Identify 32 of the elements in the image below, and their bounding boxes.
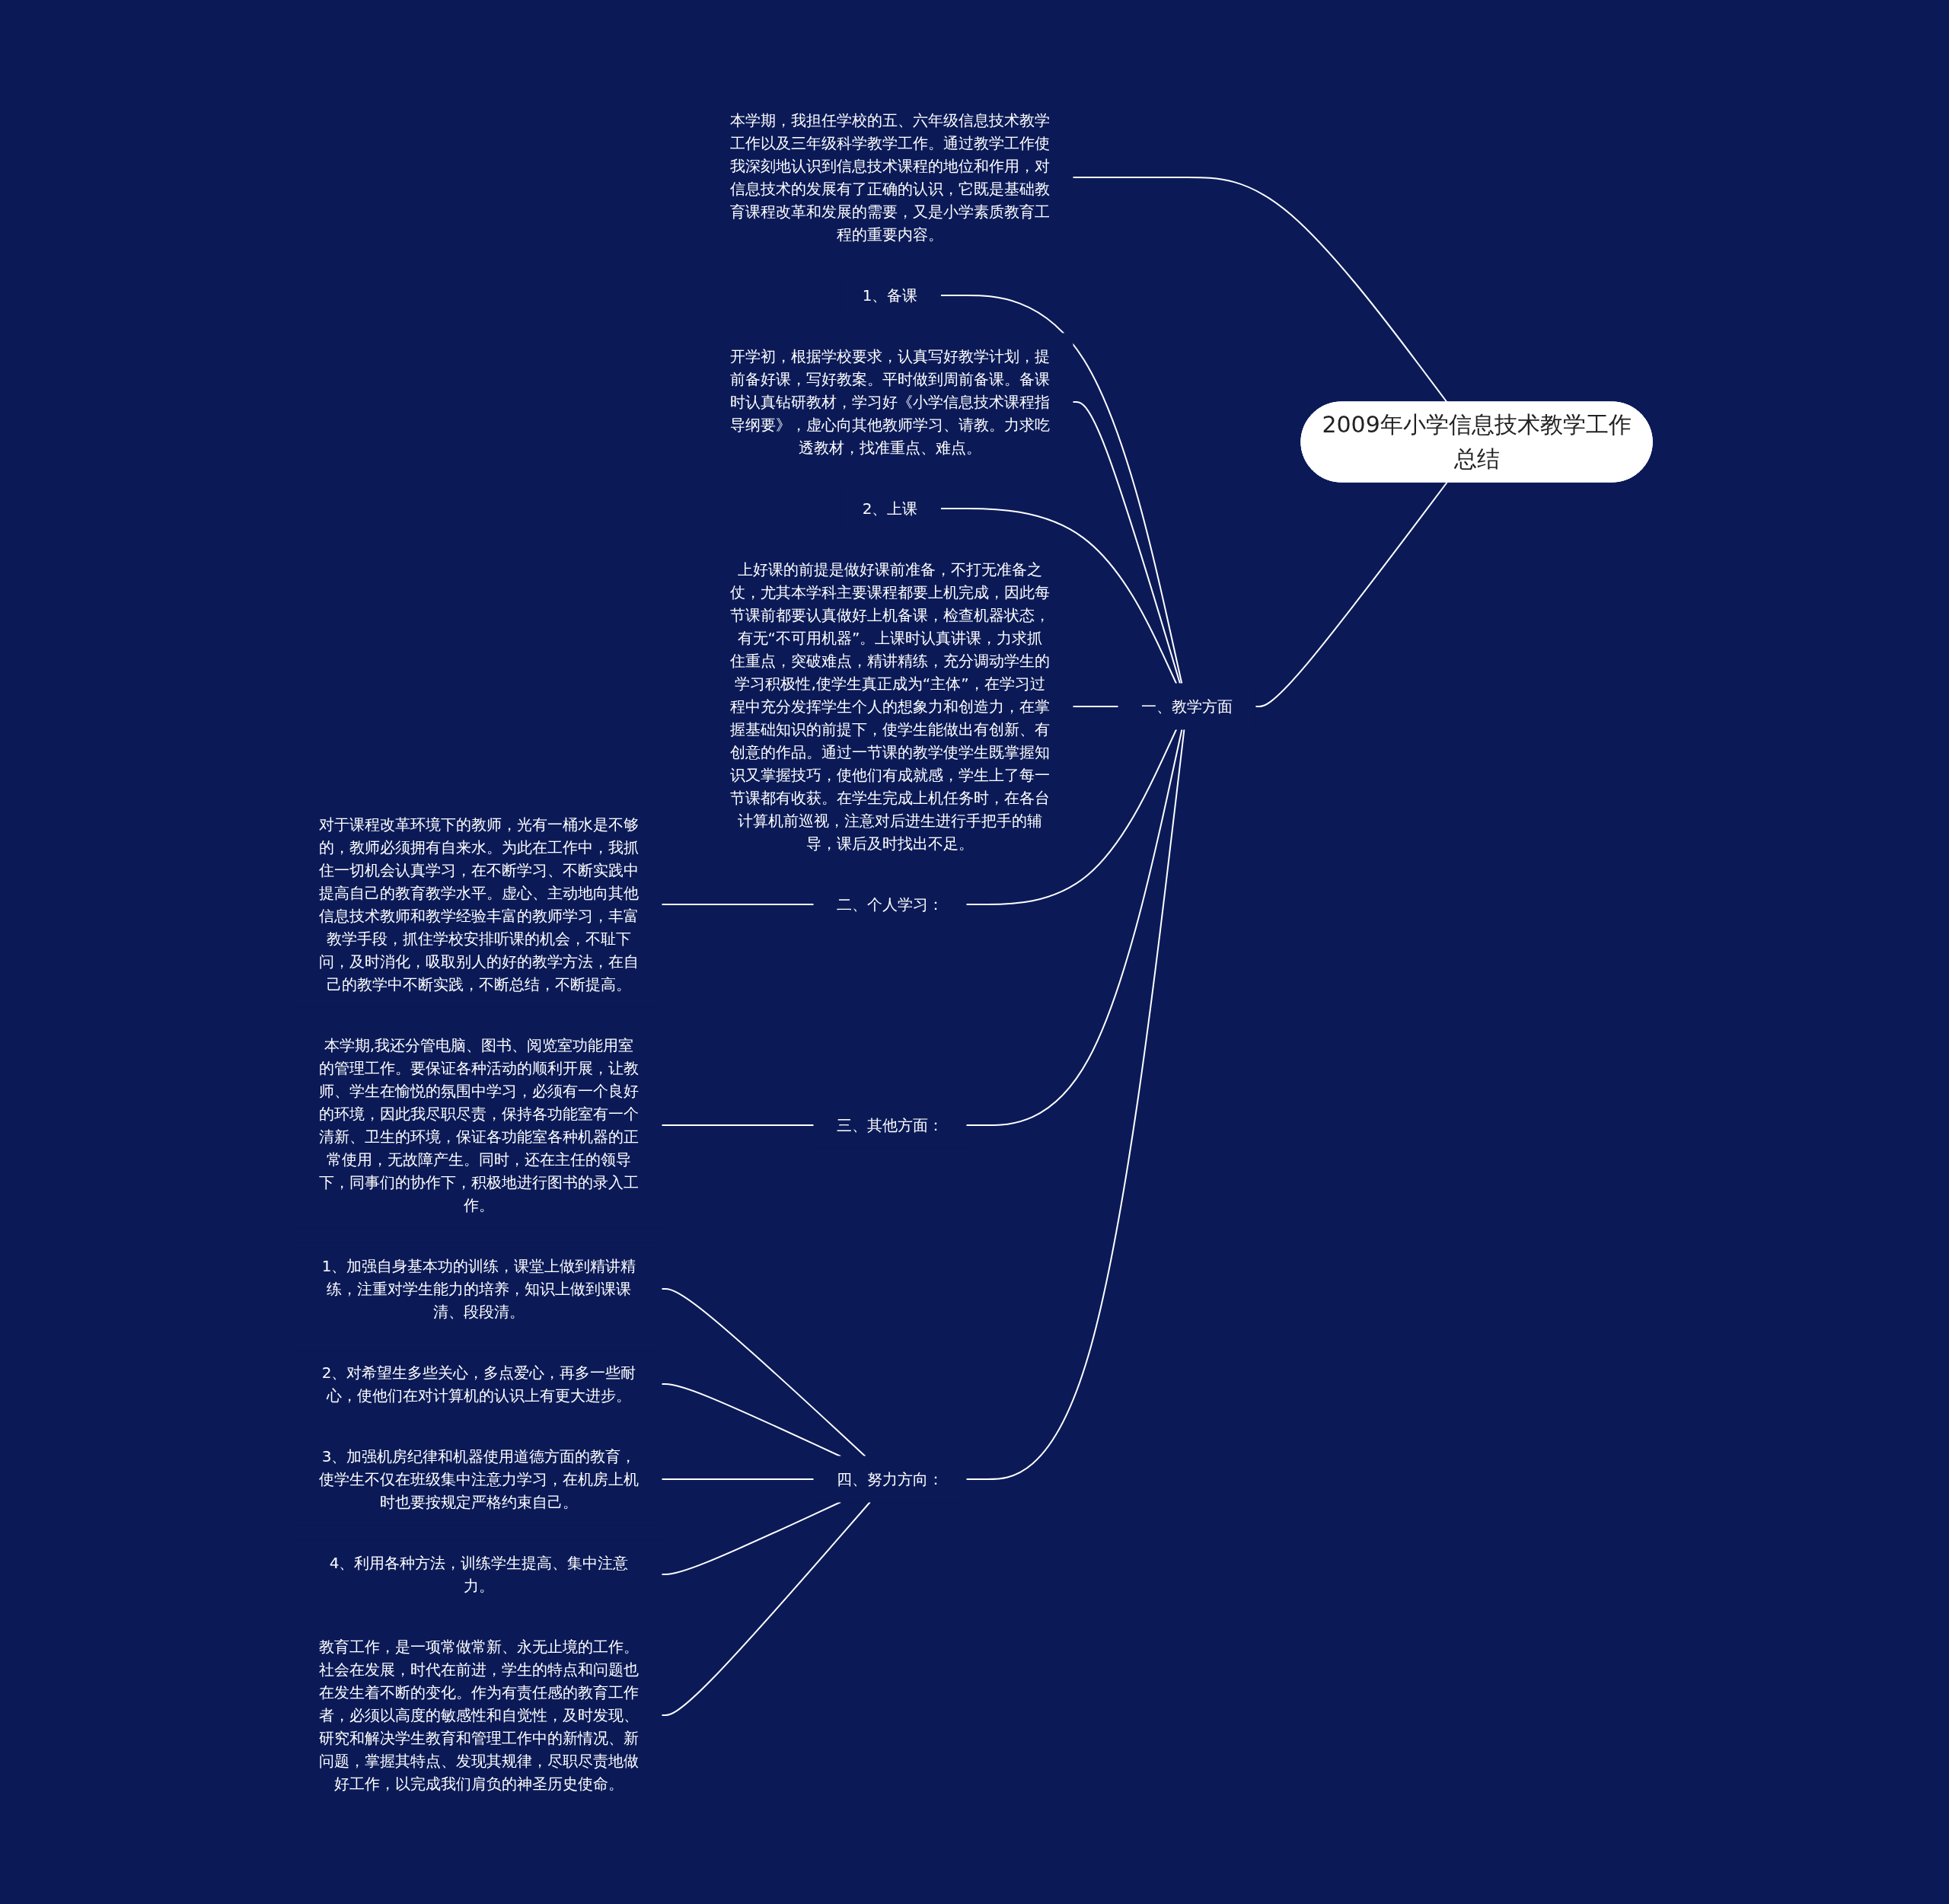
connector <box>939 295 1183 684</box>
node-text: 一、教学方面 <box>1141 697 1233 716</box>
node-text: 1、加强自身基本功的训练，课堂上做到精讲精练，注重对学生能力的培养，知识上做到课课清、段段清。 <box>322 1256 636 1321</box>
node-text: 3、加强机房纪律和机器使用道德方面的教育，使学生不仅在班级集中注意力学习，在机房上机时也要按规定严格约束自己。 <box>319 1446 640 1511</box>
connector <box>661 1124 815 1126</box>
node-text: 本学期,我还分管电脑、图书、阅览室功能用室的管理工作。要保证各种活动的顺利开展，让教师、学生在愉悦的氛围中学习，必须有一个良好的环境，因此我尽职尽责，保持各功能室有一个清新、卫生的环境，保证各功能室各种机器的正常使用，无故障产生。同时，还在主任的领导下，同事们的协作下，积极地进行图书的录入工作。 <box>319 1035 640 1214</box>
node-text: 4、利用各种方法，训练学生提高、集中注意力。 <box>330 1553 629 1595</box>
connector <box>965 729 1183 1126</box>
connector <box>1072 401 1182 684</box>
node-text: 开学初，根据学校要求，认真写好教学计划，提前备好课，写好教案。平时做到周前备课。备课时认真钻研教材，学习好《小学信息技术课程指导纲要》，虚心向其他教师学习、请教。力求吃透教材，找准重点、难点。 <box>730 347 1051 457</box>
connector <box>661 1383 842 1457</box>
node-text: 二、个人学习： <box>837 895 944 914</box>
node-text: 上好课的前提是做好课前准备，不打无准备之仗，尤其本学科主要课程都要上机完成，因此每节课前都要认真做好上机备课，检查机器状态，有无“不可用机器”。上课时认真讲课，力求抓住重点，突破难点，精讲精练，充分调动学生的学习积极性,使学生真正成为“主体”，在学习过程中充分发挥学生个人的想象力和创造力，在掌握基础知识的前提下，使学生能做出有创新、有创意的作品。通过一节课的教学使学生既掌握知识又掌握技巧，使他们有成就感，学生上了每一节课都有收获。在学生完成上机任务时，在各台计算机前巡视，注意对后进生进行手把手的辅导，课后及时找出不足。 <box>730 560 1051 853</box>
connector <box>1072 706 1120 707</box>
node-text: 1、备课 <box>863 286 918 305</box>
node-text: 本学期，我担任学校的五、六年级信息技术教学工作以及三年级科学教学工作。通过教学工作使我深刻地认识到信息技术课程的地位和作用，对信息技术的发展有了正确的认识，它既是基础教育课程改革和发展的需要，又是小学素质教育工程的重要内容。 <box>730 111 1051 244</box>
connector <box>661 904 815 905</box>
connector <box>939 508 1178 684</box>
connector <box>661 1288 866 1457</box>
connector <box>1072 177 1449 403</box>
node-text: 三、其他方面： <box>837 1115 944 1134</box>
node-text: 教育工作，是一项常做常新、永无止境的工作。社会在发展，时代在前进，学生的特点和问题也在发生着不断的变化。作为有责任感的教育工作者，必须以高度的敏感性和自觉性，及时发现、研究和解决学生教育和管理工作中的新情况、新问题，掌握其特点、发现其规律，尽职尽责地做好工作，以完成我们肩负的神圣历史使命。 <box>319 1637 640 1793</box>
node-text: 对于课程改革环境下的教师，光有一桶水是不够的，教师必须拥有自来水。为此在工作中，我抓住一切机会认真学习，在不断学习、不断实践中提高自己的教育教学水平。虚心、主动地向其他信息技术教师和教学经验丰富的教师学习，丰富教学手段，抓住学校安排听课的机会，不耻下问，及时消化，吸取别人的好的教学方法，在自己的教学中不断实践，不断总结，不断提高。 <box>319 815 640 993</box>
connector <box>965 729 1178 905</box>
connector <box>965 729 1185 1480</box>
connector <box>661 1501 842 1575</box>
node-text: 2、对希望生多些关心，多点爱心，再多一些耐心，使他们在对计算机的认识上有更大进步。 <box>322 1363 636 1405</box>
connector <box>661 1478 815 1480</box>
node-text: 2、上课 <box>863 499 918 518</box>
connector <box>661 1501 872 1716</box>
connector <box>1255 481 1449 707</box>
node-text: 四、努力方向： <box>837 1469 944 1488</box>
